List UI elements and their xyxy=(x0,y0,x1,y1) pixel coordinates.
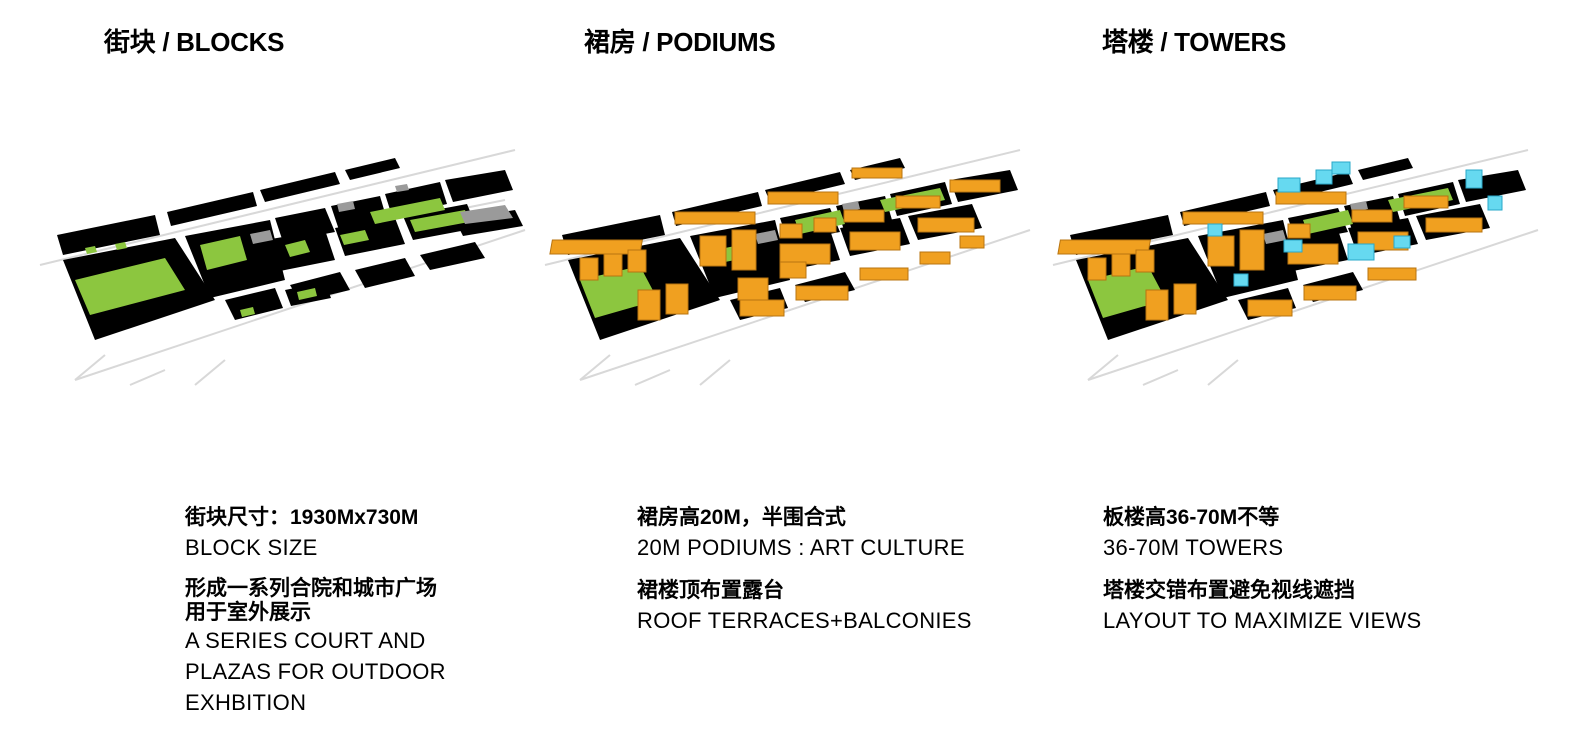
courts-zh-line1: 形成一系列合院和城市广场 xyxy=(185,577,437,600)
grey-plazas xyxy=(250,184,513,244)
tower-layout-en: LAYOUT TO MAXIMIZE VIEWS xyxy=(1103,608,1422,633)
tower-height-en: 36-70M TOWERS xyxy=(1103,535,1284,560)
courts-en-line2: PLAZAS FOR OUTDOOR xyxy=(185,659,446,684)
podiums-caption: 裙房高20M，半围合式 20M PODIUMS : ART CULTURE 裙楼… xyxy=(637,504,972,636)
podium-buildings xyxy=(549,167,1001,321)
blocks-caption: 街块尺寸：1930Mx730M BLOCK SIZE 形成一系列合院和城市广场 … xyxy=(185,504,446,718)
grey-plazas xyxy=(1263,201,1368,244)
block-size-zh: 街块尺寸：1930Mx730M xyxy=(185,506,419,529)
blocks-title: 街块 / BLOCKS xyxy=(104,27,285,57)
courts-en-line3: EXHBITION xyxy=(185,690,307,715)
grey-plazas xyxy=(755,201,860,244)
block-size-en: BLOCK SIZE xyxy=(185,535,318,560)
roof-terraces-zh: 裙楼顶布置露台 xyxy=(637,579,784,602)
tower-layout-zh: 塔楼交错布置避免视线遮挡 xyxy=(1103,579,1355,602)
roof-terraces-en: ROOF TERRACES+BALCONIES xyxy=(637,608,972,633)
green-courts xyxy=(75,198,469,317)
blocks-diagram xyxy=(39,149,526,386)
tower-buildings xyxy=(1207,161,1503,287)
podiums-diagram xyxy=(544,149,1031,386)
towers-caption: 板楼高36-70M不等 36-70M TOWERS 塔楼交错布置避免视线遮挡 L… xyxy=(1103,504,1422,636)
podium-height-en: 20M PODIUMS : ART CULTURE xyxy=(637,535,965,560)
courts-en-line1: A SERIES COURT AND xyxy=(185,628,426,653)
towers-title: 塔楼 / TOWERS xyxy=(1102,27,1287,57)
podium-buildings xyxy=(1057,191,1483,321)
podiums-title: 裙房 / PODIUMS xyxy=(584,27,776,57)
towers-diagram xyxy=(1052,149,1539,386)
courts-zh-line2: 用于室外展示 xyxy=(185,601,311,624)
tower-height-zh: 板楼高36-70M不等 xyxy=(1103,506,1280,529)
podium-height-zh: 裙房高20M，半围合式 xyxy=(637,506,846,529)
